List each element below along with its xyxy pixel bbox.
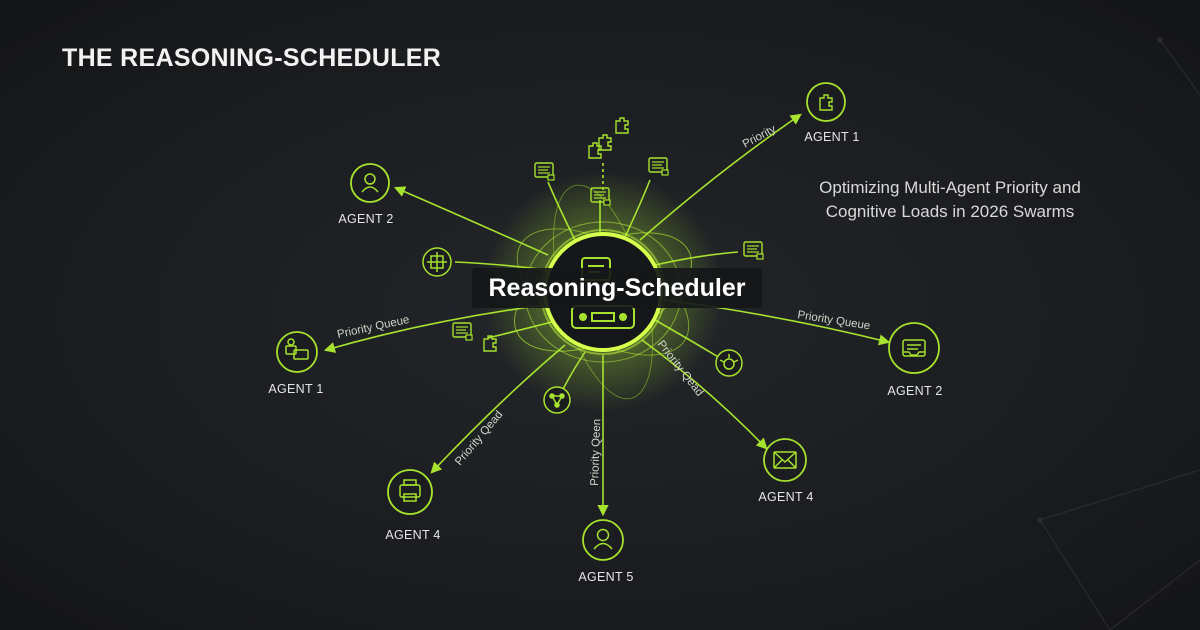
grid-chip-icon[interactable] <box>422 247 452 277</box>
agent-node-agent-2-right[interactable] <box>888 322 940 374</box>
subtitle: Optimizing Multi-Agent Priority and Cogn… <box>819 178 1081 221</box>
agent-node-agent-1-top-right[interactable] <box>806 82 846 122</box>
bug-icon[interactable] <box>715 349 743 377</box>
people-icon <box>285 338 309 360</box>
network-icon[interactable] <box>543 386 571 414</box>
inbox-icon <box>902 339 926 357</box>
agent-nodes <box>276 82 940 561</box>
background-network <box>1037 37 1200 630</box>
puzzle-icon <box>615 117 629 134</box>
agent-label: AGENT 2 <box>338 212 394 226</box>
agent-label: AGENT 4 <box>758 490 814 504</box>
hub-label: Reasoning-Scheduler <box>472 268 762 308</box>
agent-node-agent-4-bottom-left[interactable] <box>387 469 433 515</box>
document-icon <box>534 162 555 181</box>
user-icon <box>361 173 379 193</box>
document-icon <box>743 241 764 260</box>
agent-label: AGENT 5 <box>578 570 634 584</box>
user-icon <box>593 528 613 550</box>
document-icon <box>452 322 473 341</box>
edge-label: Priority Qead <box>453 409 505 468</box>
agent-node-agent-5-bottom[interactable] <box>582 519 624 561</box>
inner-nodes <box>422 117 764 414</box>
agent-label: AGENT 1 <box>268 382 324 396</box>
agent-label: AGENT 4 <box>385 528 441 542</box>
edge-label: Priority <box>741 123 778 151</box>
agent-label: AGENT 2 <box>887 384 943 398</box>
agent-label: AGENT 1 <box>804 130 860 144</box>
printer-icon <box>399 479 421 502</box>
agent-node-agent-1-left[interactable] <box>276 331 318 373</box>
envelope-icon <box>773 451 797 469</box>
agent-node-agent-4-bottom-right[interactable] <box>763 438 807 482</box>
edge-label: Priority Qeen <box>589 419 603 486</box>
page-title: THE REASONING-SCHEDULER <box>62 44 442 72</box>
document-icon <box>648 157 669 176</box>
agent-node-agent-2-top-left[interactable] <box>350 163 390 203</box>
